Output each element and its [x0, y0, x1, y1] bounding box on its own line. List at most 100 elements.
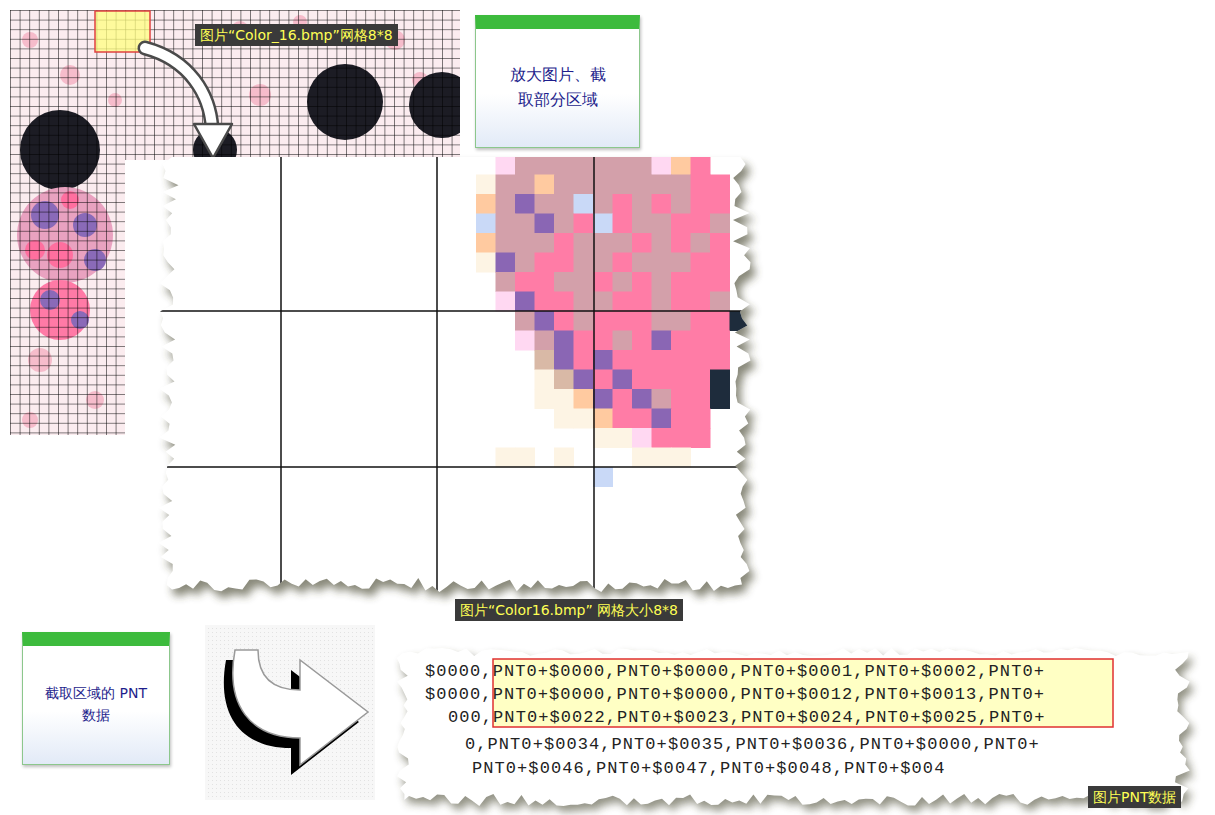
pixel-mosaic	[476, 155, 750, 487]
pixel	[652, 311, 672, 331]
pixel	[535, 253, 555, 273]
pixel	[632, 292, 652, 312]
pixel	[652, 331, 672, 351]
pixel	[593, 155, 613, 175]
pixel	[574, 233, 594, 253]
pixel	[554, 194, 574, 214]
pixel	[535, 292, 555, 312]
pixel	[515, 155, 535, 175]
pixel	[554, 331, 574, 351]
pixel	[593, 214, 613, 234]
pixel	[574, 389, 594, 409]
pixel	[652, 253, 672, 273]
pixel	[632, 194, 652, 214]
pixel	[613, 409, 633, 429]
pixel	[710, 233, 730, 253]
pixel	[515, 233, 535, 253]
pixel	[652, 370, 672, 390]
pixel	[554, 175, 574, 195]
pixel	[535, 389, 555, 409]
pixel	[554, 370, 574, 390]
pixel	[574, 253, 594, 273]
pixel	[671, 331, 691, 351]
pixel	[593, 350, 613, 370]
pixel	[671, 214, 691, 234]
pixel	[496, 175, 516, 195]
pixel	[554, 448, 574, 468]
pixel	[554, 350, 574, 370]
pixel	[710, 350, 730, 370]
pixel	[652, 409, 672, 429]
pixel	[632, 409, 652, 429]
pixel	[515, 292, 535, 312]
pixel	[652, 233, 672, 253]
pixel	[593, 292, 613, 312]
pixel	[632, 448, 652, 468]
image-caption-tag: 图片“Color16.bmp” 网格大小8*8	[455, 599, 683, 621]
pixel	[671, 311, 691, 331]
pixel	[593, 389, 613, 409]
pixel	[710, 292, 730, 312]
code-line: $0000,PNT0+$0000,PNT0+$0000,PNT0+$0001,P…	[425, 660, 1045, 683]
pixel	[671, 370, 691, 390]
pixel	[691, 214, 711, 234]
pixel	[593, 409, 613, 429]
pixel	[613, 175, 633, 195]
pixel	[574, 311, 594, 331]
pixel	[554, 311, 574, 331]
pixel	[515, 448, 535, 468]
pixel	[691, 389, 711, 409]
pixel	[535, 175, 555, 195]
pixel	[710, 370, 730, 390]
pixel	[593, 467, 613, 487]
pixel	[574, 194, 594, 214]
pixel	[515, 214, 535, 234]
pixel	[613, 350, 633, 370]
code-paper	[397, 648, 1190, 806]
pixel	[710, 272, 730, 292]
pixel	[535, 194, 555, 214]
pixel	[671, 448, 691, 468]
pixel	[515, 311, 535, 331]
pixel	[671, 292, 691, 312]
pixel	[574, 214, 594, 234]
pixel	[554, 272, 574, 292]
pixel	[574, 409, 594, 429]
pixel	[632, 272, 652, 292]
pixel	[593, 233, 613, 253]
pixel	[476, 175, 496, 195]
pixel	[535, 350, 555, 370]
pixel	[613, 292, 633, 312]
pixel	[632, 155, 652, 175]
pixel	[496, 292, 516, 312]
pixel	[574, 272, 594, 292]
pixel	[671, 272, 691, 292]
pixel	[554, 214, 574, 234]
pixel	[515, 272, 535, 292]
pixel	[671, 428, 691, 448]
pixel	[652, 175, 672, 195]
pixel	[632, 389, 652, 409]
pixel	[554, 292, 574, 312]
pixel	[476, 194, 496, 214]
pixel	[691, 428, 711, 448]
pixel	[691, 272, 711, 292]
pixel	[652, 194, 672, 214]
pixel	[535, 233, 555, 253]
pixel	[691, 311, 711, 331]
pixel	[652, 350, 672, 370]
pixel	[671, 155, 691, 175]
pixel	[476, 253, 496, 273]
pixel	[710, 311, 730, 331]
big-arrow	[205, 625, 375, 800]
pixel	[574, 370, 594, 390]
pixel	[496, 194, 516, 214]
pixel	[535, 311, 555, 331]
image-caption-tag: 图片“Color_16.bmp”网格8*8	[195, 24, 398, 46]
zoomed-image	[150, 150, 760, 600]
pixel	[710, 389, 730, 409]
pixel	[613, 428, 633, 448]
pixel	[613, 311, 633, 331]
pixel	[710, 253, 730, 273]
